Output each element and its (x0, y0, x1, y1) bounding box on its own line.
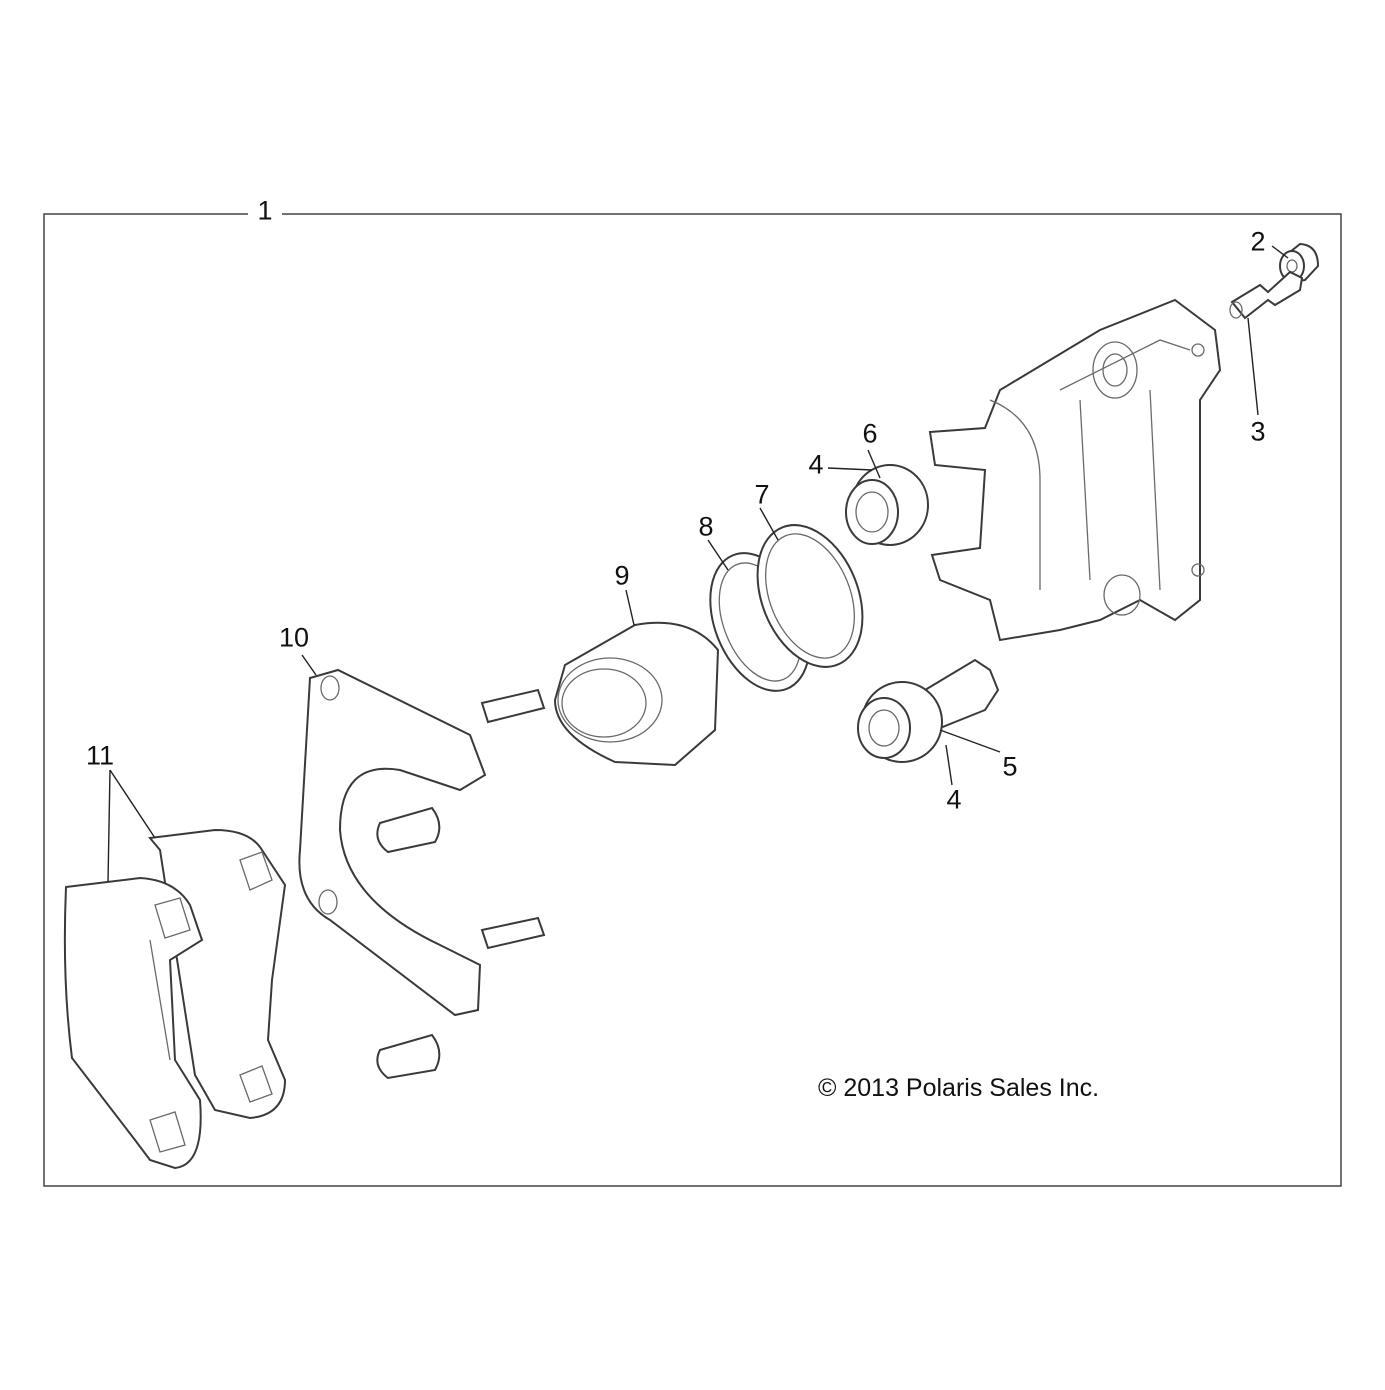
bleeder-cap (1279, 242, 1320, 284)
callout-9: 9 (614, 560, 630, 591)
callout-10: 10 (278, 622, 310, 653)
slide-pin-boot-upper (845, 464, 929, 546)
slide-pin-boot-lower (857, 658, 1000, 763)
caliper-bracket (298, 668, 546, 1080)
piston (553, 621, 720, 767)
callout-7: 7 (754, 479, 770, 510)
callout-11: 11 (85, 740, 115, 771)
bleeder-valve (1229, 270, 1304, 320)
callout-4-upper: 4 (808, 449, 824, 480)
callout-6: 6 (862, 418, 878, 449)
seal-ring-7 (756, 524, 864, 668)
callout-5: 5 (1002, 751, 1018, 782)
callout-8: 8 (698, 511, 714, 542)
brake-pads (63, 828, 287, 1170)
callout-4-lower: 4 (946, 784, 962, 815)
assembly-frame (43, 213, 1342, 1187)
callout-1: 1 (257, 195, 273, 226)
callout-3: 3 (1250, 416, 1266, 447)
callout-2: 2 (1250, 226, 1266, 257)
caliper-body (928, 298, 1222, 642)
copyright-notice: © 2013 Polaris Sales Inc. (818, 1074, 1100, 1102)
